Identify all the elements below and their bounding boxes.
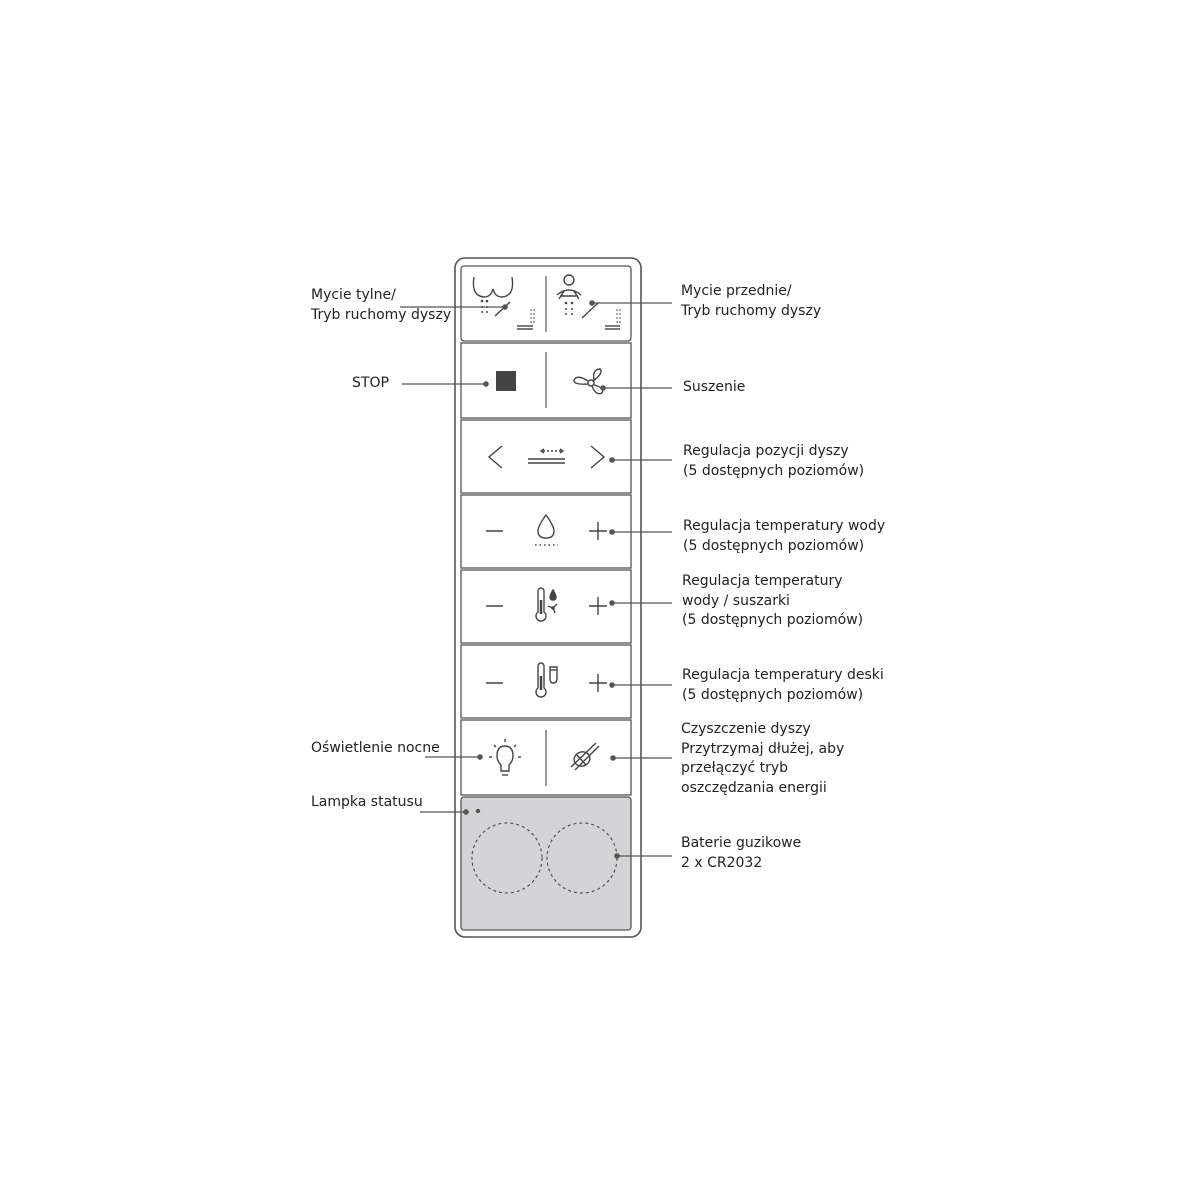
label-seat-temp: Regulacja temperatury deski (5 dostępnyc…	[682, 666, 884, 705]
label-drying-line1: Suszenie	[683, 379, 746, 395]
label-stop-line1: STOP	[352, 375, 389, 391]
label-water-temp-line1: Regulacja temperatury wody	[683, 518, 886, 534]
label-water-dryer-temp: Regulacja temperatury wody / suszarki (5…	[682, 572, 863, 631]
status-lamp	[475, 808, 481, 814]
label-water-dryer-temp-line3: (5 dostępnych poziomów)	[682, 612, 864, 628]
label-stop: STOP	[352, 374, 389, 394]
label-batteries: Baterie guzikowe 2 x CR2032	[681, 834, 801, 873]
label-water-temp-line2: (5 dostępnych poziomów)	[683, 537, 865, 554]
button-row-seat-temp[interactable]	[460, 644, 632, 719]
label-nozzle-cleaning-line4: oszczędzania energii	[681, 779, 827, 796]
label-water-dryer-temp-line1: Regulacja temperatury	[682, 573, 843, 589]
label-nozzle-position-line1: Regulacja pozycji dyszy	[683, 443, 849, 459]
label-seat-temp-line2: (5 dostępnych poziomów)	[682, 686, 864, 703]
label-nozzle-cleaning-line1: Czyszczenie dyszy	[681, 721, 811, 737]
nozzle-brush-icon	[570, 742, 600, 771]
battery-slot-left	[471, 822, 543, 894]
nozzle-position-icon	[487, 445, 606, 469]
label-night-light: Oświetlenie nocne	[311, 739, 440, 759]
front-wash-icon	[556, 274, 621, 330]
water-drop-icon	[486, 513, 607, 546]
stop-square-icon	[496, 371, 516, 391]
rear-wash-icon	[472, 276, 535, 330]
label-rear-wash: Mycie tylne/ Tryb ruchomy dyszy	[311, 286, 451, 325]
label-batteries-line2: 2 x CR2032	[681, 854, 763, 871]
thermometer-drop-fan-icon	[486, 587, 607, 622]
label-front-wash: Mycie przednie/ Tryb ruchomy dyszy	[681, 282, 821, 321]
label-nozzle-position-line2: (5 dostępnych poziomów)	[683, 462, 865, 479]
label-rear-wash-line1: Mycie tylne/	[311, 287, 396, 303]
label-nozzle-cleaning-line3: przełączyć tryb	[681, 760, 789, 776]
label-water-temp: Regulacja temperatury wody (5 dostępnych…	[683, 517, 885, 556]
light-bulb-icon	[489, 739, 521, 776]
label-status-lamp-line1: Lampka statusu	[311, 794, 423, 810]
label-seat-temp-line1: Regulacja temperatury deski	[682, 667, 884, 683]
thermometer-seat-icon	[486, 662, 607, 698]
label-nozzle-cleaning-line2: Przytrzymaj dłużej, aby	[681, 740, 845, 757]
label-front-wash-line1: Mycie przednie/	[681, 283, 792, 299]
label-front-wash-line2: Tryb ruchomy dyszy	[681, 302, 822, 319]
fan-icon	[573, 368, 604, 395]
label-batteries-line1: Baterie guzikowe	[681, 835, 802, 851]
label-status-lamp: Lampka statusu	[311, 793, 423, 813]
button-row-position[interactable]	[460, 419, 632, 494]
label-drying: Suszenie	[683, 378, 745, 398]
label-nozzle-position: Regulacja pozycji dyszy (5 dostępnych po…	[683, 442, 864, 481]
label-nozzle-cleaning: Czyszczenie dyszy Przytrzymaj dłużej, ab…	[681, 720, 844, 798]
label-night-light-line1: Oświetlenie nocne	[311, 740, 440, 756]
battery-panel	[460, 796, 632, 931]
label-water-dryer-temp-line2: wody / suszarki	[682, 592, 790, 609]
label-rear-wash-line2: Tryb ruchomy dyszy	[311, 306, 452, 323]
